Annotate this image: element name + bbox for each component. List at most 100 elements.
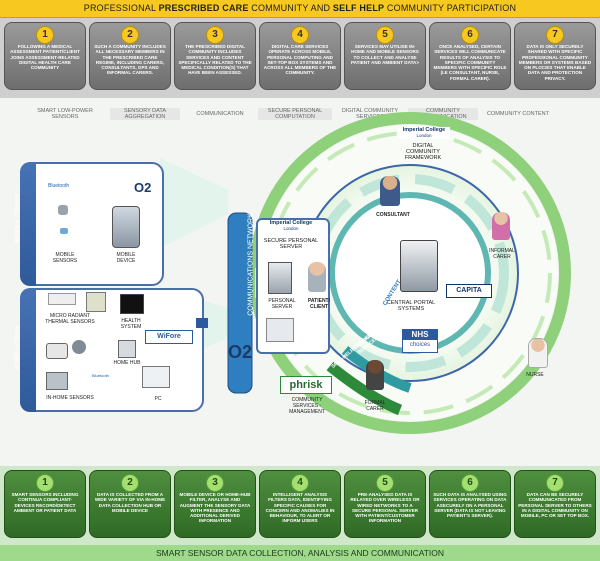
patient-figure-icon (308, 262, 326, 292)
bottom-step-1: 1Smart sensors including continua compli… (4, 470, 86, 538)
top-step-7: 7Data is only securely shared with speci… (514, 22, 596, 90)
stage-label-3: COMMUNICATION (196, 111, 244, 117)
page-header: PROFESSIONAL PRESCRIBED CARE COMMUNITY A… (0, 0, 600, 18)
o2-big-logo: O2 (228, 342, 253, 362)
mobile-domain-label: MOBILE DOMAIN (15, 193, 22, 243)
mobile-domain-box (20, 162, 164, 286)
capita-logo: CAPITA (446, 284, 492, 298)
pc-label: PC (154, 396, 162, 402)
mobile-domain-side (20, 162, 36, 286)
step-text: Once analysed, certain services will com… (433, 44, 507, 81)
mobile-sensors-label: MOBILE SENSORS (52, 252, 78, 264)
bluetooth-logo: Bluetooth (48, 183, 70, 189)
step-text: Pre-analysed data is relayed over wirele… (350, 492, 420, 524)
community-services-label: COMMUNITY SERVICES - MANAGEMENT (289, 397, 325, 415)
top-step-6: 6Once analysed, certain services will co… (429, 22, 511, 90)
top-step-5: 5Services may utilise in-home and mobile… (344, 22, 426, 90)
phrisk-logo: phrisk (280, 376, 332, 394)
nhs-choices-logo: NHS choices (402, 329, 438, 353)
health-system-icon (120, 294, 144, 314)
header-text-2: PRESCRIBED CARE (158, 3, 249, 13)
stage-label-4: SECURE PERSONAL COMPUTATION (258, 108, 332, 120)
step-text: Data can be securely communicated from p… (518, 492, 592, 519)
secure-server-title: SECURE PERSONAL SERVER (263, 238, 319, 250)
step-number: 7 (546, 474, 564, 492)
pc-icon (142, 366, 170, 388)
step-number: 2 (121, 26, 139, 44)
step-number: 4 (291, 26, 309, 44)
blood-pressure-icon (46, 343, 68, 359)
informal-carer-label: INFORMAL CARER (489, 248, 515, 260)
communications-network-bar (227, 212, 253, 394)
bluetooth-home-logo: Bluetooth (92, 373, 109, 378)
home-hub-label: HOME HUB (113, 360, 141, 366)
top-step-3: 3The prescribed digital community includ… (174, 22, 256, 90)
home-domain-label: HOME DOMAIN (14, 326, 21, 370)
imperial-1-sub: London (283, 226, 299, 231)
stage-label-5: DIGITAL COMMUNITY SERVICES (341, 108, 399, 120)
step-text: Such a community includes all necessary … (94, 44, 166, 76)
step-text: Mobile device or home-hub filter, analys… (179, 492, 251, 524)
step-text: Following a medical assessment patient/c… (10, 44, 80, 71)
step-text: Intelligent analysis filters data, ident… (265, 492, 335, 524)
step-number: 6 (461, 26, 479, 44)
nhs-text: NHS (403, 330, 437, 340)
step-text: Digital care services operate across mob… (263, 44, 337, 76)
certificate-icon (86, 292, 106, 312)
thermal-sensor-icon (48, 293, 76, 305)
mobile-device-icon (112, 206, 140, 248)
imperial-2-sub: London (416, 133, 432, 138)
patient-client-label: PATIENT/ CLIENT (307, 298, 331, 310)
formal-carer-figure-icon (366, 360, 384, 390)
stage-label-7: COMMUNITY CONTENT (487, 111, 549, 117)
home-hub-icon (118, 340, 136, 358)
top-step-2: 2Such a community includes all necessary… (89, 22, 171, 90)
nurse-figure-icon (528, 338, 548, 368)
imperial-1-text: Imperial College (269, 220, 313, 226)
step-number: 4 (291, 474, 309, 492)
step-number: 3 (206, 26, 224, 44)
health-system-label: HEALTH SYSTEM (120, 318, 142, 330)
step-text: Data is collected from a wide variety of… (94, 492, 166, 513)
digital-community-framework-label: DIGITAL COMMUNITY FRAMEWORK (404, 143, 442, 161)
step-number: 7 (546, 26, 564, 44)
consultant-label: CONSULTANT (376, 212, 410, 218)
central-server-icon (400, 240, 438, 292)
header-text-5: COMMUNITY PARTICIPATION (384, 3, 517, 13)
step-number: 2 (121, 474, 139, 492)
self-help-band (326, 361, 403, 416)
header-text-4: SELF HELP (332, 3, 385, 13)
o2-logo: O2 (134, 180, 152, 195)
network-badge-icon (196, 318, 208, 328)
mobile-device-label: MOBILE DEVICE (116, 252, 136, 264)
formal-carer-label: FORMAL CARER (364, 400, 386, 412)
step-text: The prescribed digital community include… (178, 44, 252, 76)
bottom-step-2: 2Data is collected from a wide variety o… (89, 470, 171, 538)
bottom-step-6: 6Such data is analysed using services op… (429, 470, 511, 538)
nurse-label: NURSE (526, 372, 544, 378)
step-text: Such data is analysed using services ope… (433, 492, 507, 519)
nhs-choices-text: choices (409, 342, 431, 348)
bottom-step-7: 7Data can be securely communicated from … (514, 470, 596, 538)
step-number: 5 (376, 474, 394, 492)
in-home-sensors-label: IN-HOME SENSORS (46, 395, 94, 401)
mobile-beam (160, 158, 228, 248)
step-number: 6 (461, 474, 479, 492)
wifore-logo: WiFore (145, 330, 193, 344)
home-domain-side (20, 288, 36, 412)
sensor-icon (72, 340, 86, 354)
bottom-step-4: 4Intelligent analysis filters data, iden… (259, 470, 341, 538)
personal-server-label: PERSONAL SERVER (268, 298, 296, 310)
page-footer: SMART SENSOR DATA COLLECTION, ANALYSIS A… (0, 545, 600, 561)
top-step-4: 4Digital care services operate across mo… (259, 22, 341, 90)
header-text-1: PROFESSIONAL (83, 3, 159, 13)
step-number: 1 (36, 26, 54, 44)
mobile-sensor-icon (58, 205, 68, 215)
top-step-1: 1Following a medical assessment patient/… (4, 22, 86, 90)
flow-arrows-outer (268, 131, 552, 415)
header-text-3: COMMUNITY AND (248, 3, 333, 13)
informal-carer-figure-icon (492, 212, 510, 240)
step-number: 5 (376, 26, 394, 44)
bottom-step-5: 5Pre-analysed data is relayed over wirel… (344, 470, 426, 538)
